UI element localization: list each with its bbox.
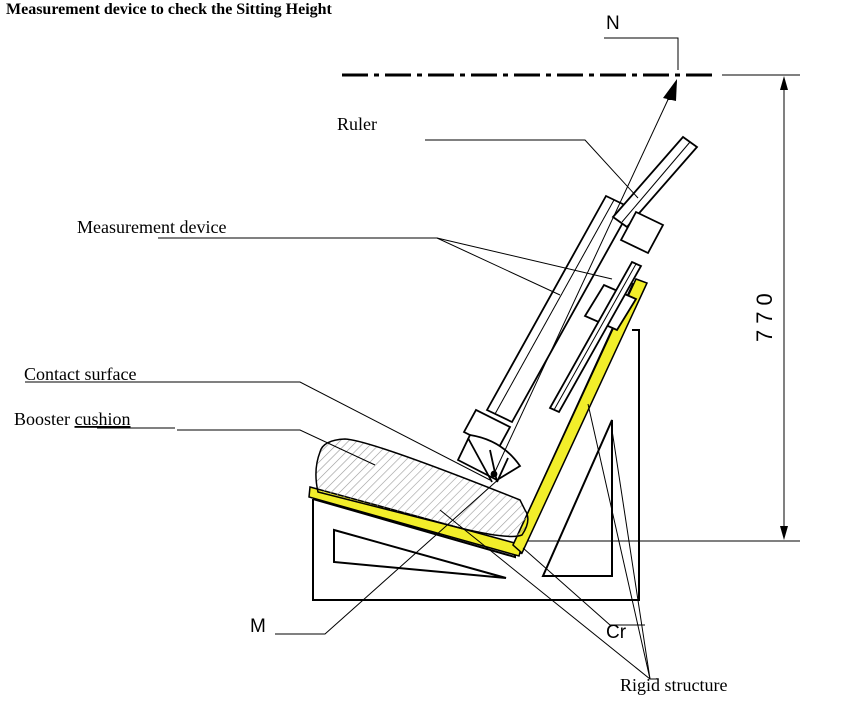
measurement-axis [492, 79, 677, 477]
booster-cushion-shape [315, 438, 529, 538]
leader-lines [25, 139, 658, 680]
page-title: Measurement device to check the Sitting … [6, 1, 333, 18]
label-contact-surface: Contact surface [24, 364, 136, 384]
dimension-value: 770 [752, 287, 777, 342]
dimension-770: 770 [752, 76, 788, 540]
label-cr: Cr [606, 622, 627, 643]
label-ruler: Ruler [337, 114, 377, 134]
label-booster-word: Booster [14, 409, 75, 429]
label-cushion-word: cushion [75, 409, 131, 429]
label-booster-cushion: Booster cushion [14, 409, 131, 429]
measurement-device [456, 135, 699, 483]
label-m: M [250, 616, 266, 637]
n-label: N [606, 13, 620, 34]
label-measurement-device: Measurement device [77, 217, 226, 237]
n-marker: N [604, 13, 679, 70]
label-rigid-structure: Rigid structure [620, 675, 727, 695]
